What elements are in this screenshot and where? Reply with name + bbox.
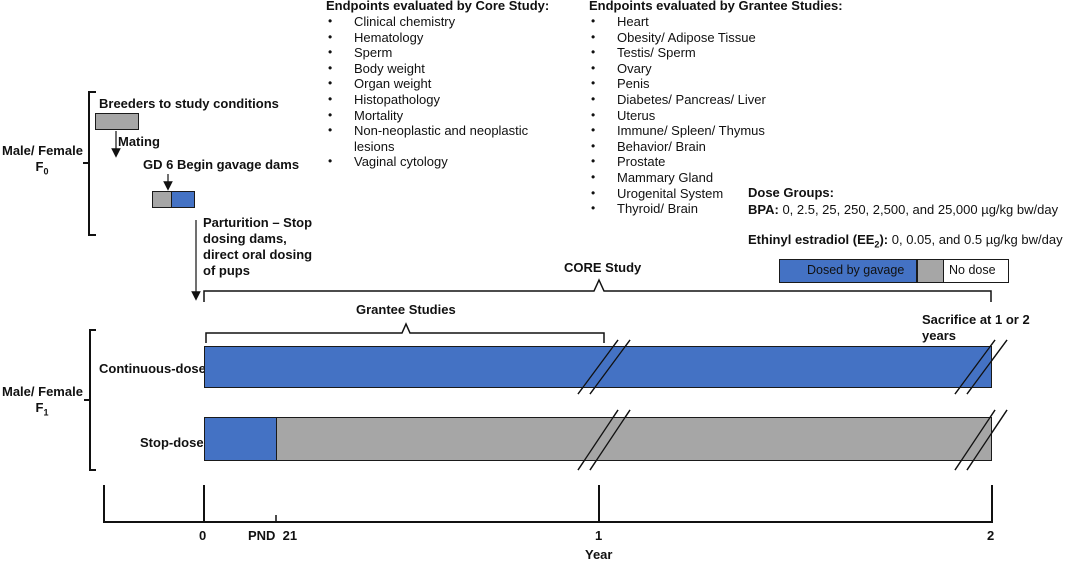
endpoint-item: Organ weight bbox=[326, 76, 561, 92]
endpoint-item: Immune/ Spleen/ Thymus bbox=[589, 123, 774, 139]
endpoint-item: Mammary Gland bbox=[589, 170, 774, 186]
endpoint-item: Diabetes/ Pancreas/ Liver bbox=[589, 92, 774, 108]
f0-label: Male/ Female F0 bbox=[2, 143, 83, 177]
core-study-brace bbox=[203, 278, 992, 302]
grantee-studies-brace bbox=[205, 322, 605, 343]
endpoint-item: Uterus bbox=[589, 108, 774, 124]
tick-label-pnd21: PND 21 bbox=[248, 528, 298, 543]
ee-dose-line: Ethinyl estradiol (EE2): 0, 0.05, and 0.… bbox=[748, 232, 1063, 250]
gd6-label: GD 6 Begin gavage dams bbox=[143, 157, 300, 172]
endpoint-item: Heart bbox=[589, 14, 774, 30]
axis-title: Year bbox=[585, 547, 613, 562]
stop-dose-dosed-bar bbox=[204, 417, 277, 461]
grantee-studies-heading: Endpoints evaluated by Grantee Studies: bbox=[589, 0, 843, 13]
breeders-no-dose-bar bbox=[95, 113, 139, 130]
endpoint-item: Ovary bbox=[589, 61, 774, 77]
core-study-heading: Endpoints evaluated by Core Study: bbox=[326, 0, 550, 13]
gd6-dosed-bar bbox=[171, 191, 195, 208]
core-study-label: CORE Study bbox=[564, 260, 642, 275]
endpoint-item: Sperm bbox=[326, 45, 561, 61]
tick-label-2: 2 bbox=[987, 528, 995, 543]
endpoint-item: Thyroid/ Brain bbox=[589, 201, 774, 217]
dose-groups-heading: Dose Groups: bbox=[748, 185, 834, 200]
continuous-dose-label: Continuous-dose bbox=[99, 361, 206, 376]
tick-label-1: 1 bbox=[595, 528, 603, 543]
endpoint-item: Vaginal cytology bbox=[326, 154, 561, 170]
stop-dose-label: Stop-dose bbox=[140, 435, 204, 450]
parturition-label: Parturition – Stop dosing dams, direct o… bbox=[203, 215, 313, 278]
sacrifice-label: Sacrifice at 1 or 2 years bbox=[922, 312, 1030, 343]
timeline-axis bbox=[103, 485, 993, 523]
breeders-label: Breeders to study conditions bbox=[99, 96, 279, 111]
legend-no-dose: No dose bbox=[917, 259, 1009, 283]
endpoint-item: Hematology bbox=[326, 30, 561, 46]
endpoint-item: Behavior/ Brain bbox=[589, 139, 774, 155]
endpoint-item: Body weight bbox=[326, 61, 561, 77]
endpoint-item: Mortality bbox=[326, 108, 561, 124]
grantee-studies-label: Grantee Studies bbox=[356, 302, 456, 317]
f1-label: Male/ Female F1 bbox=[2, 384, 83, 418]
bpa-dose-line: BPA: 0, 2.5, 25, 250, 2,500, and 25,000 … bbox=[748, 202, 1059, 217]
legend-dosed: Dosed by gavage bbox=[779, 259, 917, 283]
endpoint-item: Non-neoplastic and neoplastic lesions bbox=[326, 123, 561, 154]
grantee-studies-list: HeartObesity/ Adipose TissueTestis/ Sper… bbox=[589, 14, 774, 217]
mating-label: Mating bbox=[118, 134, 160, 149]
core-study-list: Clinical chemistryHematologySpermBody we… bbox=[326, 14, 561, 170]
endpoint-item: Penis bbox=[589, 76, 774, 92]
endpoint-item: Urogenital System bbox=[589, 186, 774, 202]
endpoint-item: Testis/ Sperm bbox=[589, 45, 774, 61]
tick-label-0: 0 bbox=[199, 528, 207, 543]
endpoint-item: Clinical chemistry bbox=[326, 14, 561, 30]
endpoint-item: Prostate bbox=[589, 154, 774, 170]
endpoint-item: Obesity/ Adipose Tissue bbox=[589, 30, 774, 46]
endpoint-item: Histopathology bbox=[326, 92, 561, 108]
